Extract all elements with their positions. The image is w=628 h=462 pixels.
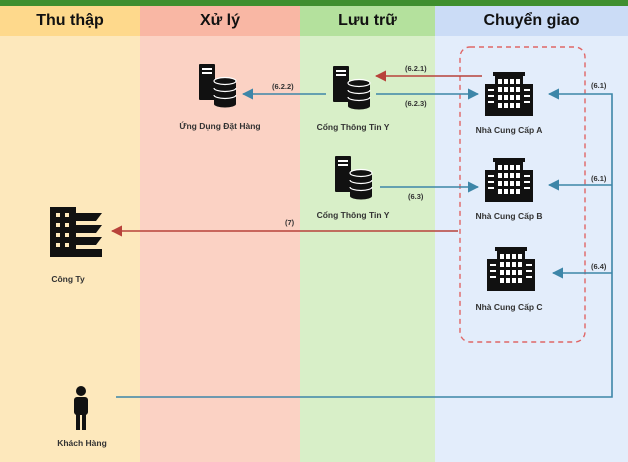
portal-node-1: Cổng Thông Tin Y: [317, 65, 390, 132]
edge-6-1-a: [116, 88, 613, 398]
server-icon: [332, 65, 371, 111]
company-building-icon: [50, 207, 102, 257]
building-icon: [487, 247, 535, 291]
edge-label-6-2-2: (6.2.2): [272, 82, 294, 91]
edge-label-6-2-3: (6.2.3): [405, 99, 427, 108]
supplier-b-node: Nhà Cung Cấp B: [475, 158, 543, 221]
edge-label-6-2-1: (6.2.1): [405, 64, 427, 73]
customer-label: Khách Hàng: [57, 438, 107, 448]
person-icon: [74, 386, 88, 430]
building-icon: [485, 72, 533, 116]
lane-header-thu-thap: Thu thập: [0, 0, 140, 36]
lane-header-xu-ly: Xử lý: [140, 0, 300, 36]
portal-label-2: Cổng Thông Tin Y: [317, 210, 390, 220]
edge-label-6-1-a: (6.1): [591, 81, 607, 90]
app-node: Ứng Dụng Đặt Hàng: [179, 63, 261, 131]
building-icon: [485, 158, 533, 202]
supplier-c-label: Nhà Cung Cấp C: [475, 302, 542, 312]
lane-header-chuyen-giao: Chuyển giao: [435, 0, 628, 36]
company-label: Công Ty: [51, 274, 85, 284]
edge-label-6-3: (6.3): [408, 192, 424, 201]
supplier-group-box: [459, 46, 586, 343]
server-icon: [198, 63, 237, 109]
portal-node-2: Cổng Thông Tin Y: [317, 155, 390, 220]
lane-chuyen-giao: Chuyển giao: [435, 0, 628, 462]
company-node: Công Ty: [50, 207, 102, 284]
lane-header-luu-tru: Lưu trữ: [300, 0, 435, 36]
server-icon: [334, 155, 373, 201]
supplier-a-node: Nhà Cung Cấp A: [476, 72, 543, 135]
customer-node: Khách Hàng: [57, 386, 107, 448]
portal-label-1: Cổng Thông Tin Y: [317, 122, 390, 132]
edge-label-7: (7): [285, 218, 295, 227]
app-label: Ứng Dụng Đặt Hàng: [179, 120, 260, 131]
supplier-a-label: Nhà Cung Cấp A: [476, 125, 543, 135]
supplier-b-label: Nhà Cung Cấp B: [475, 211, 542, 221]
edge-label-6-1-b: (6.1): [591, 174, 607, 183]
supplier-c-node: Nhà Cung Cấp C: [475, 247, 543, 312]
edge-label-6-4: (6.4): [591, 262, 607, 271]
